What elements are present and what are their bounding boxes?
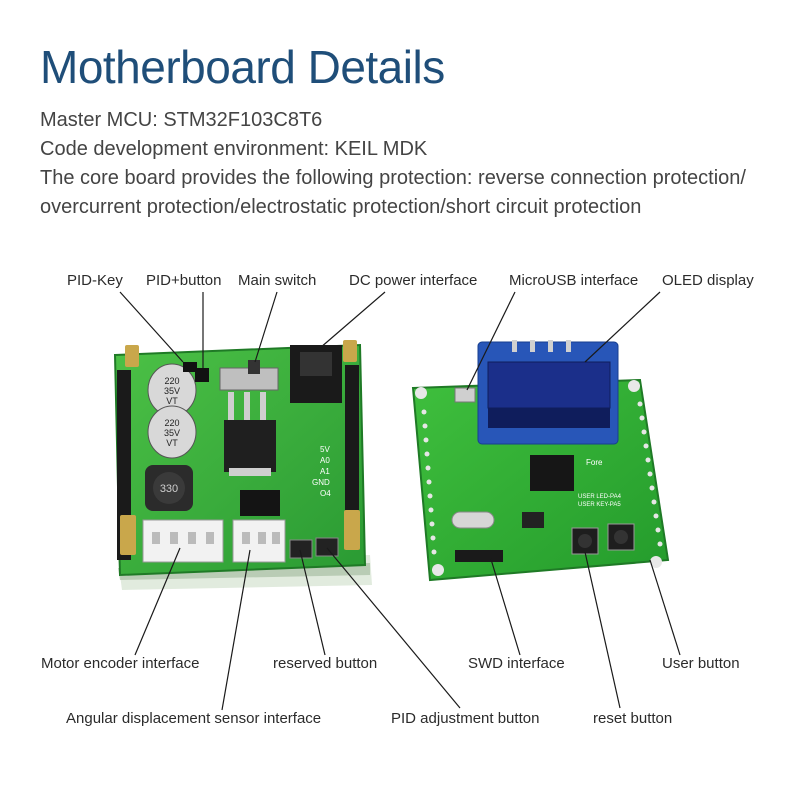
pid-adjust-button-part [315,537,339,557]
capacitor-bottom: 220 35V VT [147,405,197,459]
cap2-type: VT [166,438,178,448]
cap2-value: 220 [164,418,179,428]
user-button-part [607,523,635,551]
voltage-regulator [224,392,276,476]
jumper-block [522,512,544,528]
callout-angular-sensor-interface: Angular displacement sensor interface [66,710,322,727]
callout-reserved-button: reserved button [273,655,378,672]
spec-list: Master MCU: STM32F103C8T6 Code developme… [40,106,780,222]
pin-label-a1: A1 [320,467,330,476]
callout-microusb-interface: MicroUSB interface [509,272,639,289]
spec-mcu: Master MCU: STM32F103C8T6 [40,109,323,131]
page-title: Motherboard Details [40,41,445,93]
callout-reset-button: reset button [593,710,673,727]
callout-motor-encoder-interface: Motor encoder interface [41,655,200,672]
inductor-value: 330 [160,483,178,495]
inductor: 330 [145,465,193,511]
user-led-label: USER LED-PA4 [578,494,622,500]
spec-protection-2: overcurrent protection/electrostatic pro… [40,196,642,218]
main-switch [219,360,279,391]
pin-label-5v: 5V [320,445,330,454]
microusb-port [454,387,476,403]
callout-pid-plus-button: PID+button [146,272,222,289]
cap1-voltage: 35V [164,386,180,396]
spec-dev-env: Code development environment: KEIL MDK [40,138,428,160]
pid-plus-switch [195,368,209,382]
callout-user-button: User button [662,655,740,672]
core-board: Fore USER LED-PA4 USER KEY-PA5 [411,340,670,582]
dc-power-jack [290,345,342,403]
motor-encoder-connector [142,519,224,563]
callout-swd-interface: SWD interface [468,655,565,672]
callout-pid-adjustment-button: PID adjustment button [391,710,540,727]
callout-main-switch: Main switch [238,272,317,289]
mcu-label: Fore [586,458,603,467]
spec-protection-1: The core board provides the following pr… [40,167,746,189]
reset-button-part [571,527,599,555]
cap1-value: 220 [164,376,179,386]
reserved-button-part [289,539,313,559]
pin-label-gnd: GND [312,478,330,487]
oled-display [477,340,619,445]
callout-pid-key: PID-Key [67,272,123,289]
callout-oled-display: OLED display [662,272,754,289]
cap2-voltage: 35V [164,428,180,438]
pin-label-a0: A0 [320,456,330,465]
angular-sensor-connector [232,519,286,563]
callout-dc-power-interface: DC power interface [349,272,478,289]
mcu-chip: Fore [530,455,603,491]
swd-header [455,550,503,562]
pid-key-switch [183,362,197,372]
power-board: 220 35V VT 220 35V VT 330 [113,340,372,590]
leader-lines [119,291,681,711]
driver-chip [240,490,280,516]
crystal [451,511,495,529]
pin-label-o4: O4 [320,489,331,498]
user-key-label: USER KEY-PA5 [578,502,621,508]
cap1-type: VT [166,396,178,406]
